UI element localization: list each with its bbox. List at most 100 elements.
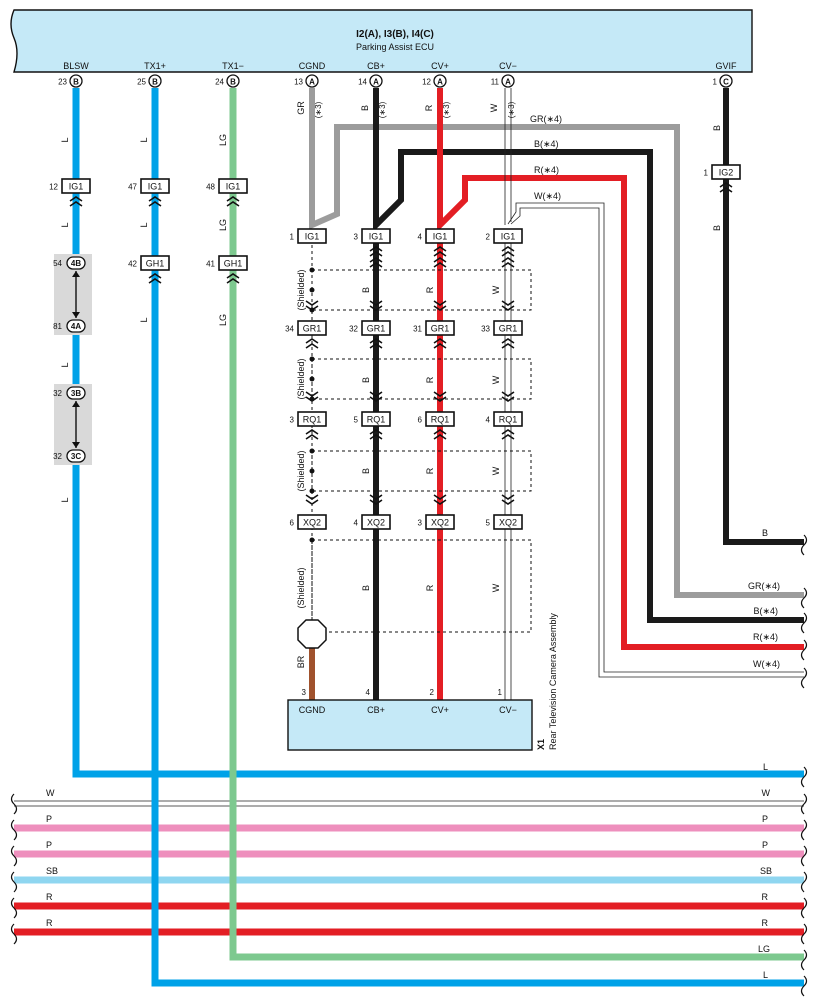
camera-terminal-name: CGND — [299, 705, 326, 715]
exit-label: GR(∗4) — [748, 581, 780, 591]
svg-text:GR1: GR1 — [431, 324, 450, 334]
camera-id: X1 — [536, 739, 546, 750]
svg-text:2: 2 — [486, 233, 491, 242]
wire-cgnd — [309, 88, 804, 598]
wire-color-label: BR — [296, 655, 306, 668]
wire-color-label: R — [425, 467, 435, 474]
exit-label: B — [762, 528, 768, 538]
bus-right-label: L — [763, 762, 768, 772]
svg-text:4: 4 — [354, 519, 359, 528]
svg-text:IG1: IG1 — [226, 182, 241, 192]
terminal-name: GVIF — [715, 61, 737, 71]
svg-text:XQ2: XQ2 — [499, 518, 517, 528]
chevron-icon — [433, 257, 447, 268]
svg-text:IG1: IG1 — [148, 182, 163, 192]
wire-color-label: W — [491, 466, 501, 475]
svg-text:A: A — [309, 78, 315, 87]
camera-pin: 1 — [498, 688, 503, 697]
svg-text:IG1: IG1 — [305, 232, 320, 242]
svg-text:A: A — [437, 78, 443, 87]
wire-color-label: B — [361, 377, 371, 383]
svg-text:48: 48 — [206, 183, 215, 192]
bus-right-label: R — [762, 918, 769, 928]
svg-text:3: 3 — [290, 416, 295, 425]
wire-cv-plus — [437, 88, 804, 650]
ecu-subtitle: Parking Assist ECU — [356, 42, 434, 52]
terminal-name: TX1+ — [144, 61, 166, 71]
svg-text:25: 25 — [137, 78, 146, 87]
shielded-label: (Shielded) — [296, 269, 306, 310]
svg-text:IG2: IG2 — [719, 168, 734, 178]
svg-text:C: C — [723, 78, 729, 87]
wire-color-label: B — [361, 287, 371, 293]
terminal-name: TX1− — [222, 61, 244, 71]
svg-text:11: 11 — [491, 78, 500, 87]
bus-wires — [14, 800, 804, 936]
svg-text:6: 6 — [290, 519, 295, 528]
wire-color-labels: L L LG GR (∗3) B (∗3) R (∗3) W (∗3) B B … — [60, 101, 722, 669]
terminal-name: CB+ — [367, 61, 385, 71]
svg-text:4: 4 — [486, 416, 491, 425]
connector-xq2: XQ2 5 — [486, 494, 523, 530]
rear-camera-assembly: CGND CB+ CV+ CV− 3 4 2 1 X1 Rear Televis… — [287, 613, 558, 751]
ecu-pin: A12 — [422, 74, 447, 88]
shielded-label: (Shielded) — [296, 358, 306, 399]
bus-right-label: L — [763, 970, 768, 980]
wire-color-label: LG — [218, 134, 228, 146]
wire-color-label: GR(∗4) — [530, 114, 562, 124]
svg-text:XQ2: XQ2 — [367, 518, 385, 528]
right-exit-labels: B GR(∗4) B(∗4) R(∗4) W(∗4) — [748, 528, 780, 669]
camera-pin: 4 — [366, 688, 371, 697]
ecu-pin: A14 — [358, 74, 383, 88]
ecu-pin: B23 — [58, 74, 83, 88]
terminal-name: CGND — [299, 61, 326, 71]
svg-text:IG1: IG1 — [433, 232, 448, 242]
svg-text:4B: 4B — [71, 259, 81, 268]
camera-pin: 2 — [430, 688, 435, 697]
ecu-title: I2(A), I3(B), I4(C) — [356, 29, 434, 40]
bus-left-label: R — [46, 918, 53, 928]
parking-assist-ecu: I2(A), I3(B), I4(C) Parking Assist ECU B… — [10, 9, 753, 73]
svg-text:6: 6 — [418, 416, 423, 425]
wire-color-label: LG — [218, 314, 228, 326]
svg-text:24: 24 — [215, 78, 224, 87]
terminal-name: BLSW — [63, 61, 89, 71]
bus-left-label: SB — [46, 866, 58, 876]
svg-text:A: A — [505, 78, 511, 87]
svg-text:B: B — [73, 78, 79, 87]
connector-gr1: GR1 33 — [481, 300, 523, 349]
wire-color-label: L — [139, 317, 149, 322]
svg-text:5: 5 — [486, 519, 491, 528]
svg-text:33: 33 — [481, 325, 490, 334]
svg-text:3C: 3C — [71, 452, 81, 461]
svg-text:GR1: GR1 — [499, 324, 518, 334]
wire-color-label: L — [139, 137, 149, 142]
wire-tx1-plus — [151, 88, 804, 987]
exit-label: W(∗4) — [753, 659, 780, 669]
bus-left-label: P — [46, 840, 52, 850]
svg-text:RQ1: RQ1 — [367, 415, 386, 425]
bus-right-label: P — [762, 840, 768, 850]
svg-text:32: 32 — [53, 452, 62, 461]
svg-text:GH1: GH1 — [224, 259, 243, 269]
camera-pin: 3 — [302, 688, 307, 697]
ecu-pin: A13 — [294, 74, 319, 88]
wire-color-label: B(∗4) — [534, 139, 559, 149]
bus-left-label: W — [46, 788, 55, 798]
connector-ig1: IG1 48 — [206, 178, 248, 207]
wire-color-label: (∗3) — [507, 101, 516, 118]
